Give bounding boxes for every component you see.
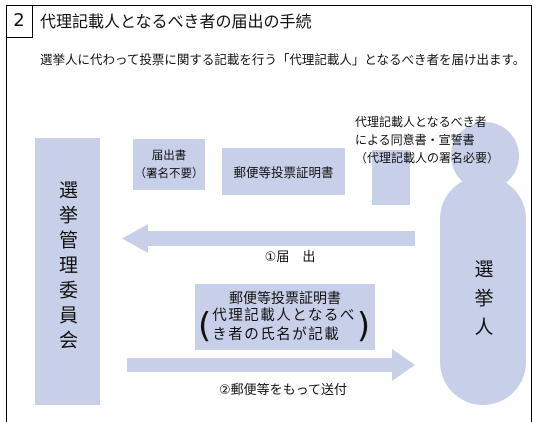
consent-documents-label: 代理記載人となるべき者 による同意書・宣誓書 （代理記載人の署名必要）	[355, 113, 499, 167]
section-title: 代理記載人となるべき者の届出の手続	[40, 12, 312, 31]
consent-documents-line2: による同意書・宣誓書	[355, 133, 475, 147]
close-paren: )	[356, 306, 371, 346]
notification-form-title: 届出書	[151, 148, 187, 162]
step1-arrow-left-icon	[122, 224, 415, 253]
election-committee-box	[35, 138, 100, 405]
document-frame	[6, 5, 532, 422]
mailed-certificate-box	[195, 284, 375, 350]
section-description: 選挙人に代わって投票に関する記載を行う「代理記載人」となるべき者を届け出ます。	[40, 52, 526, 67]
open-paren: (	[198, 306, 212, 346]
election-committee-label-wrap: 選挙管理委員会	[35, 138, 100, 405]
postal-voting-certificate-box	[222, 148, 345, 195]
election-committee-label: 選挙管理委員会	[56, 180, 78, 355]
consent-documents-box	[372, 150, 410, 205]
step2-label: ②郵便等をもって送付	[218, 383, 347, 398]
step1-label: ①届 出	[264, 250, 316, 265]
voter-label: 選挙人	[471, 258, 494, 346]
postal-voting-certificate-label: 郵便等投票証明書	[233, 165, 334, 180]
voter-label-wrap: 選挙人	[440, 252, 526, 352]
notification-form-note: （署名不要）	[134, 166, 204, 180]
consent-documents-line3: （代理記載人の署名必要）	[355, 151, 500, 165]
mailed-certificate-note: ( 代理記載人となるべ き者の氏名が記載 )	[198, 306, 370, 346]
voter-person-icon-body	[440, 176, 526, 405]
notification-form-box	[133, 139, 205, 190]
consent-documents-line1: 代理記載人となるべき者	[355, 115, 487, 129]
mailed-certificate-note-line2: き者の氏名が記載	[212, 327, 341, 343]
mailed-certificate-note-line1: 代理記載人となるべ	[212, 308, 356, 324]
section-number: 2	[6, 5, 33, 38]
step2-arrow-right-icon	[127, 349, 415, 381]
notification-form-label: 届出書 （署名不要）	[133, 146, 205, 182]
mailed-certificate-title: 郵便等投票証明書	[229, 291, 341, 307]
mailed-certificate-note-lines: 代理記載人となるべ き者の氏名が記載	[211, 307, 357, 345]
